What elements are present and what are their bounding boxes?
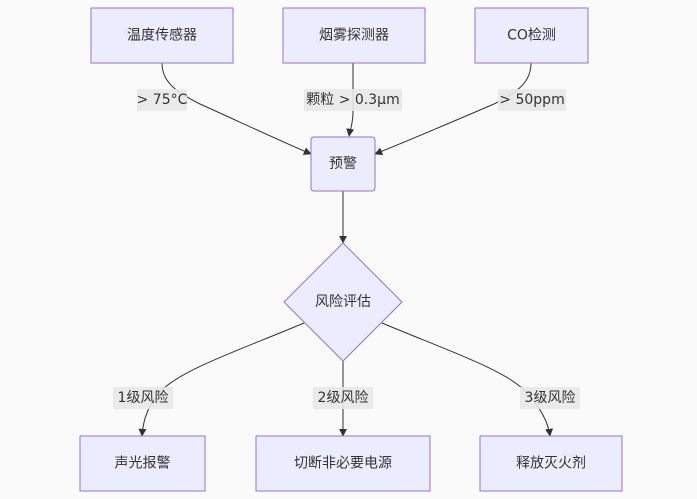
edge-label-level1: 1级风险	[113, 387, 173, 409]
edge-label-temp: > 75°C	[137, 89, 188, 111]
node-temp-sensor: 温度传感器	[90, 7, 234, 64]
node-risk-assess: 风险评估	[283, 242, 403, 362]
edge-label-smoke-text: 颗粒 > 0.3μm	[306, 92, 399, 108]
node-co-detect-label: CO检测	[507, 28, 556, 44]
node-smoke-detector: 烟雾探测器	[282, 7, 426, 64]
node-sound-light-alarm-label: 声光报警	[115, 456, 171, 472]
edge-label-level1-text: 1级风险	[118, 390, 169, 406]
edge-label-level2: 2级风险	[313, 387, 373, 409]
edge-label-co-text: > 50ppm	[499, 92, 564, 108]
edge-label-level3: 3级风险	[520, 387, 580, 409]
node-temp-sensor-label: 温度传感器	[127, 27, 197, 44]
node-co-detect: CO检测	[474, 7, 589, 64]
edge-label-temp-text: > 75°C	[137, 92, 188, 108]
node-cut-power: 切断非必要电源	[255, 435, 431, 492]
edge-co-to-warning	[374, 62, 532, 156]
node-warning-label: 预警	[329, 156, 357, 172]
node-risk-assess-label: 风险评估	[315, 294, 371, 310]
node-warning: 预警	[310, 136, 376, 192]
edge-risk-to-alarm	[138, 322, 305, 437]
node-release-agent: 释放灭火剂	[479, 435, 623, 492]
edge-label-co: > 50ppm	[498, 89, 566, 111]
edge-label-smoke: 颗粒 > 0.3μm	[304, 89, 402, 111]
edge-temp-to-warning	[161, 62, 312, 155]
node-release-agent-label: 释放灭火剂	[516, 456, 586, 472]
edge-smoke-to-warning	[346, 63, 355, 137]
edge-label-level3-text: 3级风险	[525, 390, 576, 406]
node-smoke-detector-label: 烟雾探测器	[319, 28, 389, 44]
edge-label-level2-text: 2级风险	[318, 390, 369, 406]
edge-risk-to-release	[381, 322, 554, 437]
edge-labels: > 75°C 颗粒 > 0.3μm > 50ppm 1级风险 2级风险 3级风险	[113, 89, 580, 409]
node-cut-power-label: 切断非必要电源	[294, 456, 392, 472]
node-sound-light-alarm: 声光报警	[79, 435, 206, 492]
